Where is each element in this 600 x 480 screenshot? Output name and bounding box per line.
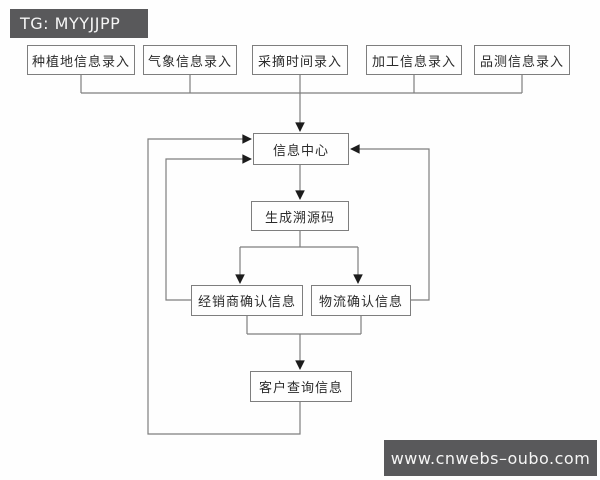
connector-dealer-feedback-loop [165, 154, 252, 301]
connector-merge [246, 316, 362, 335]
node-quality-test-info-entry: 品测信息录入 [474, 45, 570, 75]
connector-trace-code-split [240, 231, 358, 248]
node-weather-info-entry: 气象信息录入 [143, 45, 237, 75]
node-dealer-confirm-info: 经销商确认信息 [191, 285, 303, 316]
connector-input-stubs [80, 75, 523, 94]
node-planting-info-entry: 种植地信息录入 [27, 45, 135, 75]
node-logistics-confirm-info: 物流确认信息 [311, 285, 411, 316]
watermark-url-badge: www.cnwebs–oubo.com [384, 440, 597, 476]
node-information-center: 信息中心 [253, 133, 349, 165]
connector-logistics-feedback-loop [350, 144, 430, 301]
node-generate-trace-code: 生成溯源码 [251, 201, 349, 231]
node-customer-query-info: 客户查询信息 [250, 371, 352, 402]
node-processing-info-entry: 加工信息录入 [366, 45, 462, 75]
watermark-tg-badge: TG: MYYJJPP [10, 9, 148, 38]
connector-customer-feedback-loop [147, 134, 301, 435]
node-picking-time-entry: 采摘时间录入 [252, 45, 348, 75]
